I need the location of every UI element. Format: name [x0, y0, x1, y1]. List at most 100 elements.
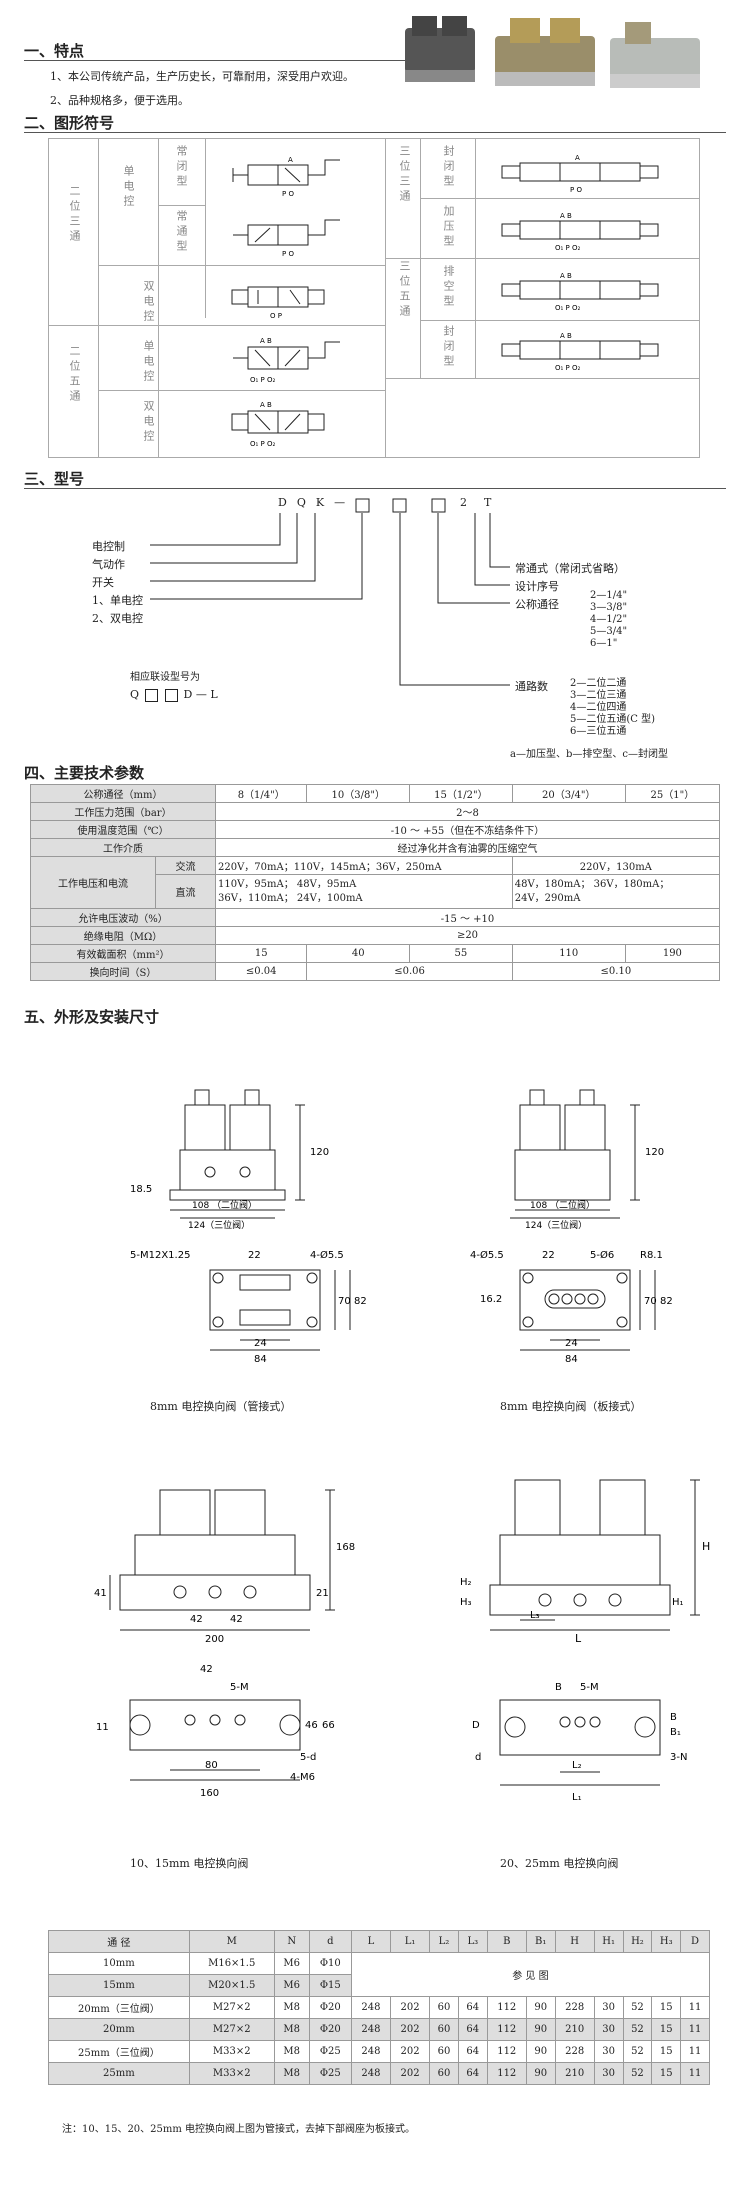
svg-text:A B: A B [260, 401, 272, 409]
section-title-model: 三、型号 [24, 470, 85, 488]
svg-text:46: 46 [305, 1720, 318, 1731]
table-row: 使用温度范围（℃）-10 ～ +55（但在不冻结条件下） [30, 820, 720, 839]
label-2pos5way: 二位五通 [68, 345, 81, 405]
svg-text:24: 24 [565, 1338, 578, 1349]
svg-text:O₁ P O₂: O₁ P O₂ [250, 376, 275, 384]
svg-text:160: 160 [200, 1788, 219, 1799]
svg-text:d: d [475, 1752, 481, 1763]
drawing-8mm-pipe-bottom: 5-M12X1.25 22 4-Ø5.5 70 82 24 84 [130, 1249, 367, 1365]
label-single-1: 单电控 [122, 165, 135, 210]
svg-text:42: 42 [190, 1614, 203, 1625]
svg-text:108 （二位阀）: 108 （二位阀） [192, 1199, 257, 1211]
product-photo [405, 16, 700, 88]
svg-text:O P: O P [270, 312, 282, 320]
svg-text:5-M12X1.25: 5-M12X1.25 [130, 1250, 190, 1261]
svg-text:5-M: 5-M [580, 1682, 599, 1693]
svg-text:O₁ P O₂: O₁ P O₂ [250, 440, 275, 448]
base-note: 相应联设型号为 [130, 672, 200, 683]
valve-symbol-3pos-closed2: A BO₁ P O₂ [501, 332, 659, 372]
valve-symbol-double-5way: A B O₁ P O₂ [231, 401, 325, 448]
svg-text:124（三位阀）: 124（三位阀） [188, 1219, 250, 1230]
svg-text:4-Ø5.5: 4-Ø5.5 [310, 1249, 344, 1261]
valve-symbol-3pos-closed: AP O [501, 154, 659, 194]
drawing-8mm-plate-bottom: 4-Ø5.5 22 5-Ø6 R8.1 16.2 70 82 24 84 [470, 1249, 673, 1365]
label-no: 常通型 [175, 210, 188, 255]
svg-text:22: 22 [542, 1250, 555, 1261]
drawing-20-25mm-bottom: B 5-M D d B B₁ 3-N L₂ L₁ [472, 1682, 687, 1803]
svg-text:P O: P O [282, 250, 294, 258]
valve-symbol-3pos-pressure: A BO₁ P O₂ [501, 212, 659, 252]
label-single-2: 单电控 [142, 340, 155, 385]
svg-text:L₂: L₂ [572, 1760, 582, 1771]
table-row: 工作电压和电流 交流 220V，70mA；110V，145mA；36V，250m… [30, 856, 721, 909]
label-single-ctrl: 1、单电控 [92, 594, 143, 607]
svg-text:42: 42 [200, 1664, 213, 1675]
svg-text:108 （二位阀）: 108 （二位阀） [530, 1199, 595, 1211]
svg-text:80: 80 [205, 1760, 218, 1771]
label-double-1: 双电控 [142, 280, 155, 325]
model-code-t: T [484, 496, 492, 509]
svg-text:L₃: L₃ [530, 1610, 540, 1621]
svg-text:41: 41 [94, 1588, 107, 1599]
svg-text:5-d: 5-d [300, 1752, 316, 1763]
svg-text:H: H [702, 1540, 710, 1553]
label-nominal-diameter: 公称通径 [515, 598, 559, 611]
svg-text:D: D [472, 1720, 480, 1731]
model-code-2: 2 [460, 496, 467, 509]
svg-text:84: 84 [254, 1354, 267, 1365]
section-title-specs: 四、主要技术参数 [24, 764, 145, 782]
svg-text:L₁: L₁ [572, 1792, 582, 1803]
base-code: Q D — L [130, 688, 218, 702]
svg-text:B: B [555, 1682, 562, 1693]
drawing-8mm-plate-front: 120 108 （二位阀） 124（三位阀） [510, 1089, 664, 1230]
valve-symbol-single-5way: O₁ P O₂A B [233, 337, 340, 384]
svg-text:16.2: 16.2 [480, 1294, 502, 1305]
svg-text:5-Ø6: 5-Ø6 [590, 1249, 614, 1261]
svg-text:84: 84 [565, 1354, 578, 1365]
svg-text:L: L [575, 1632, 582, 1645]
label-3pos3way: 三位三通 [398, 145, 411, 205]
svg-text:82: 82 [660, 1296, 673, 1307]
label-normal-open: 常通式（常闭式省略） [515, 562, 625, 575]
svg-text:70: 70 [644, 1296, 657, 1307]
caption-10-15mm: 10、15mm 电控换向阀 [130, 1857, 249, 1870]
svg-text:A: A [288, 156, 293, 164]
drawing-10-15mm-bottom: 42 5-M 11 46 66 80 160 5-d 4-M6 [96, 1664, 335, 1799]
svg-text:H₂: H₂ [460, 1577, 472, 1588]
table-row: 换向时间（S） ≤0.04≤0.06≤0.10 [30, 962, 721, 981]
label-pressure: 加压型 [442, 205, 455, 250]
table-row: 公称通径（mm） 8（1/4"）10（3/8"） 15（1/2"）20（3/4"… [30, 784, 721, 803]
svg-text:70: 70 [338, 1296, 351, 1307]
drawing-20-25mm-front: H H₁ H₂ H₃ L₃ L [460, 1479, 710, 1645]
label-electric: 电控制 [92, 540, 125, 553]
svg-text:200: 200 [205, 1634, 224, 1645]
svg-text:H₃: H₃ [460, 1597, 472, 1608]
svg-text:P O: P O [282, 190, 294, 198]
label-2pos3way: 二位三通 [68, 185, 81, 245]
svg-text:18.5: 18.5 [130, 1184, 152, 1195]
table-row: 允许电压波动（%）-15 ～ +10 [30, 908, 720, 927]
svg-text:4-M6: 4-M6 [290, 1772, 315, 1783]
drawing-10-15mm-front: 168 41 21 42 42 200 [94, 1489, 355, 1645]
section-title-features: 一、特点 [24, 42, 85, 60]
svg-text:66: 66 [322, 1720, 335, 1731]
spec-table: 公称通径（mm） 8（1/4"）10（3/8"） 15（1/2"）20（3/4"… [30, 784, 721, 981]
divider [24, 488, 726, 489]
svg-text:A B: A B [560, 272, 572, 280]
svg-text:3-N: 3-N [670, 1752, 687, 1763]
label-exhaust: 排空型 [442, 265, 455, 310]
caption-20-25mm: 20、25mm 电控换向阀 [500, 1857, 619, 1870]
svg-text:24: 24 [254, 1338, 267, 1349]
section-title-dimensions: 五、外形及安装尺寸 [24, 1008, 160, 1026]
svg-text:5-M: 5-M [230, 1682, 249, 1693]
svg-text:H₁: H₁ [672, 1597, 684, 1608]
model-code-dqk: DQK— [278, 496, 356, 509]
